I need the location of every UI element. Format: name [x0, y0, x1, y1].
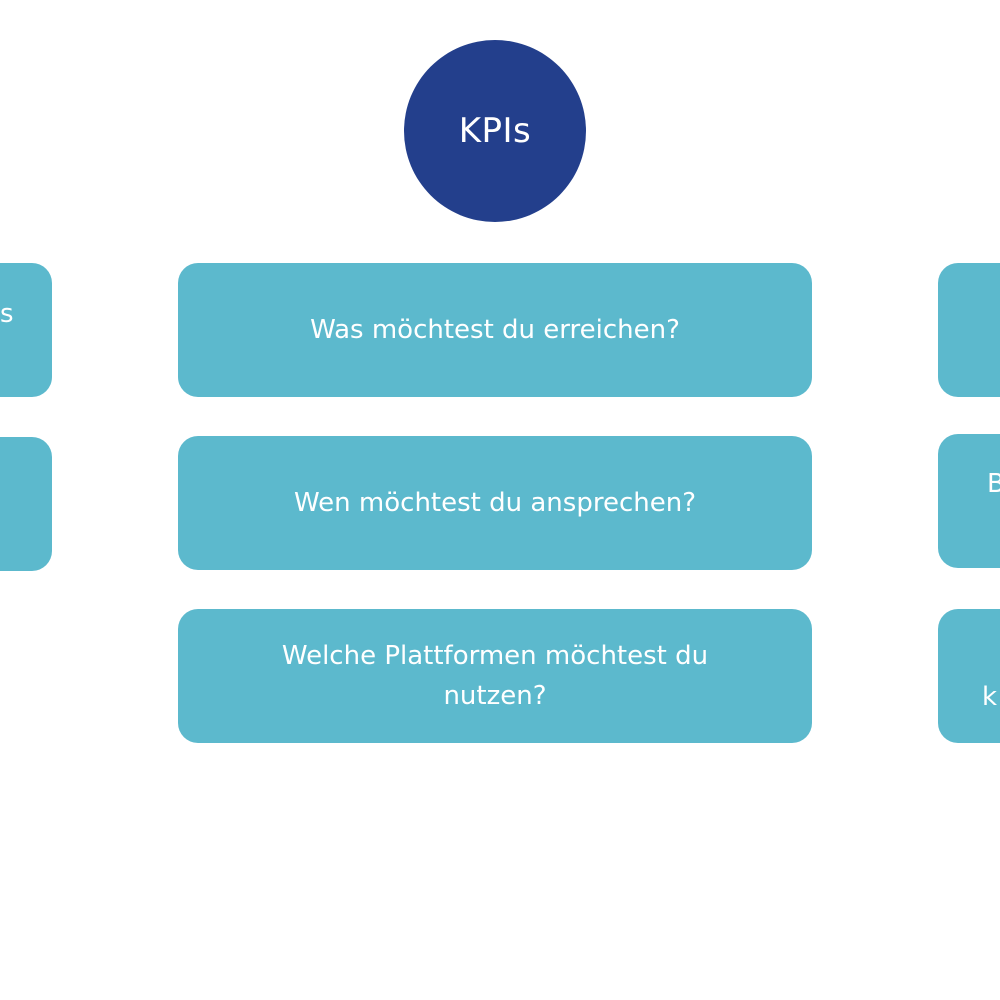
- right-box-3: k: [938, 609, 1000, 743]
- question-box-platforms: Welche Plattformen möchtest du nutzen?: [178, 609, 812, 743]
- right-box-1: [938, 263, 1000, 397]
- left-box-1: s: [0, 263, 52, 397]
- question-box-goals: Was möchtest du erreichen?: [178, 263, 812, 397]
- right-box-2: B: [938, 434, 1000, 568]
- right-box-2-text: B: [987, 469, 1000, 499]
- question-box-audience: Wen möchtest du ansprechen?: [178, 436, 812, 570]
- left-box-2: [0, 437, 52, 571]
- right-box-3-text: k: [982, 682, 998, 712]
- kpis-circle-node: KPIs: [404, 40, 586, 222]
- kpis-label: KPIs: [458, 111, 532, 151]
- question-box-audience-label: Wen möchtest du ansprechen?: [294, 488, 696, 518]
- question-box-goals-label: Was möchtest du erreichen?: [310, 315, 680, 345]
- question-box-platforms-label: Welche Plattformen möchtest du nutzen?: [281, 641, 709, 711]
- left-box-1-text: s: [0, 299, 14, 329]
